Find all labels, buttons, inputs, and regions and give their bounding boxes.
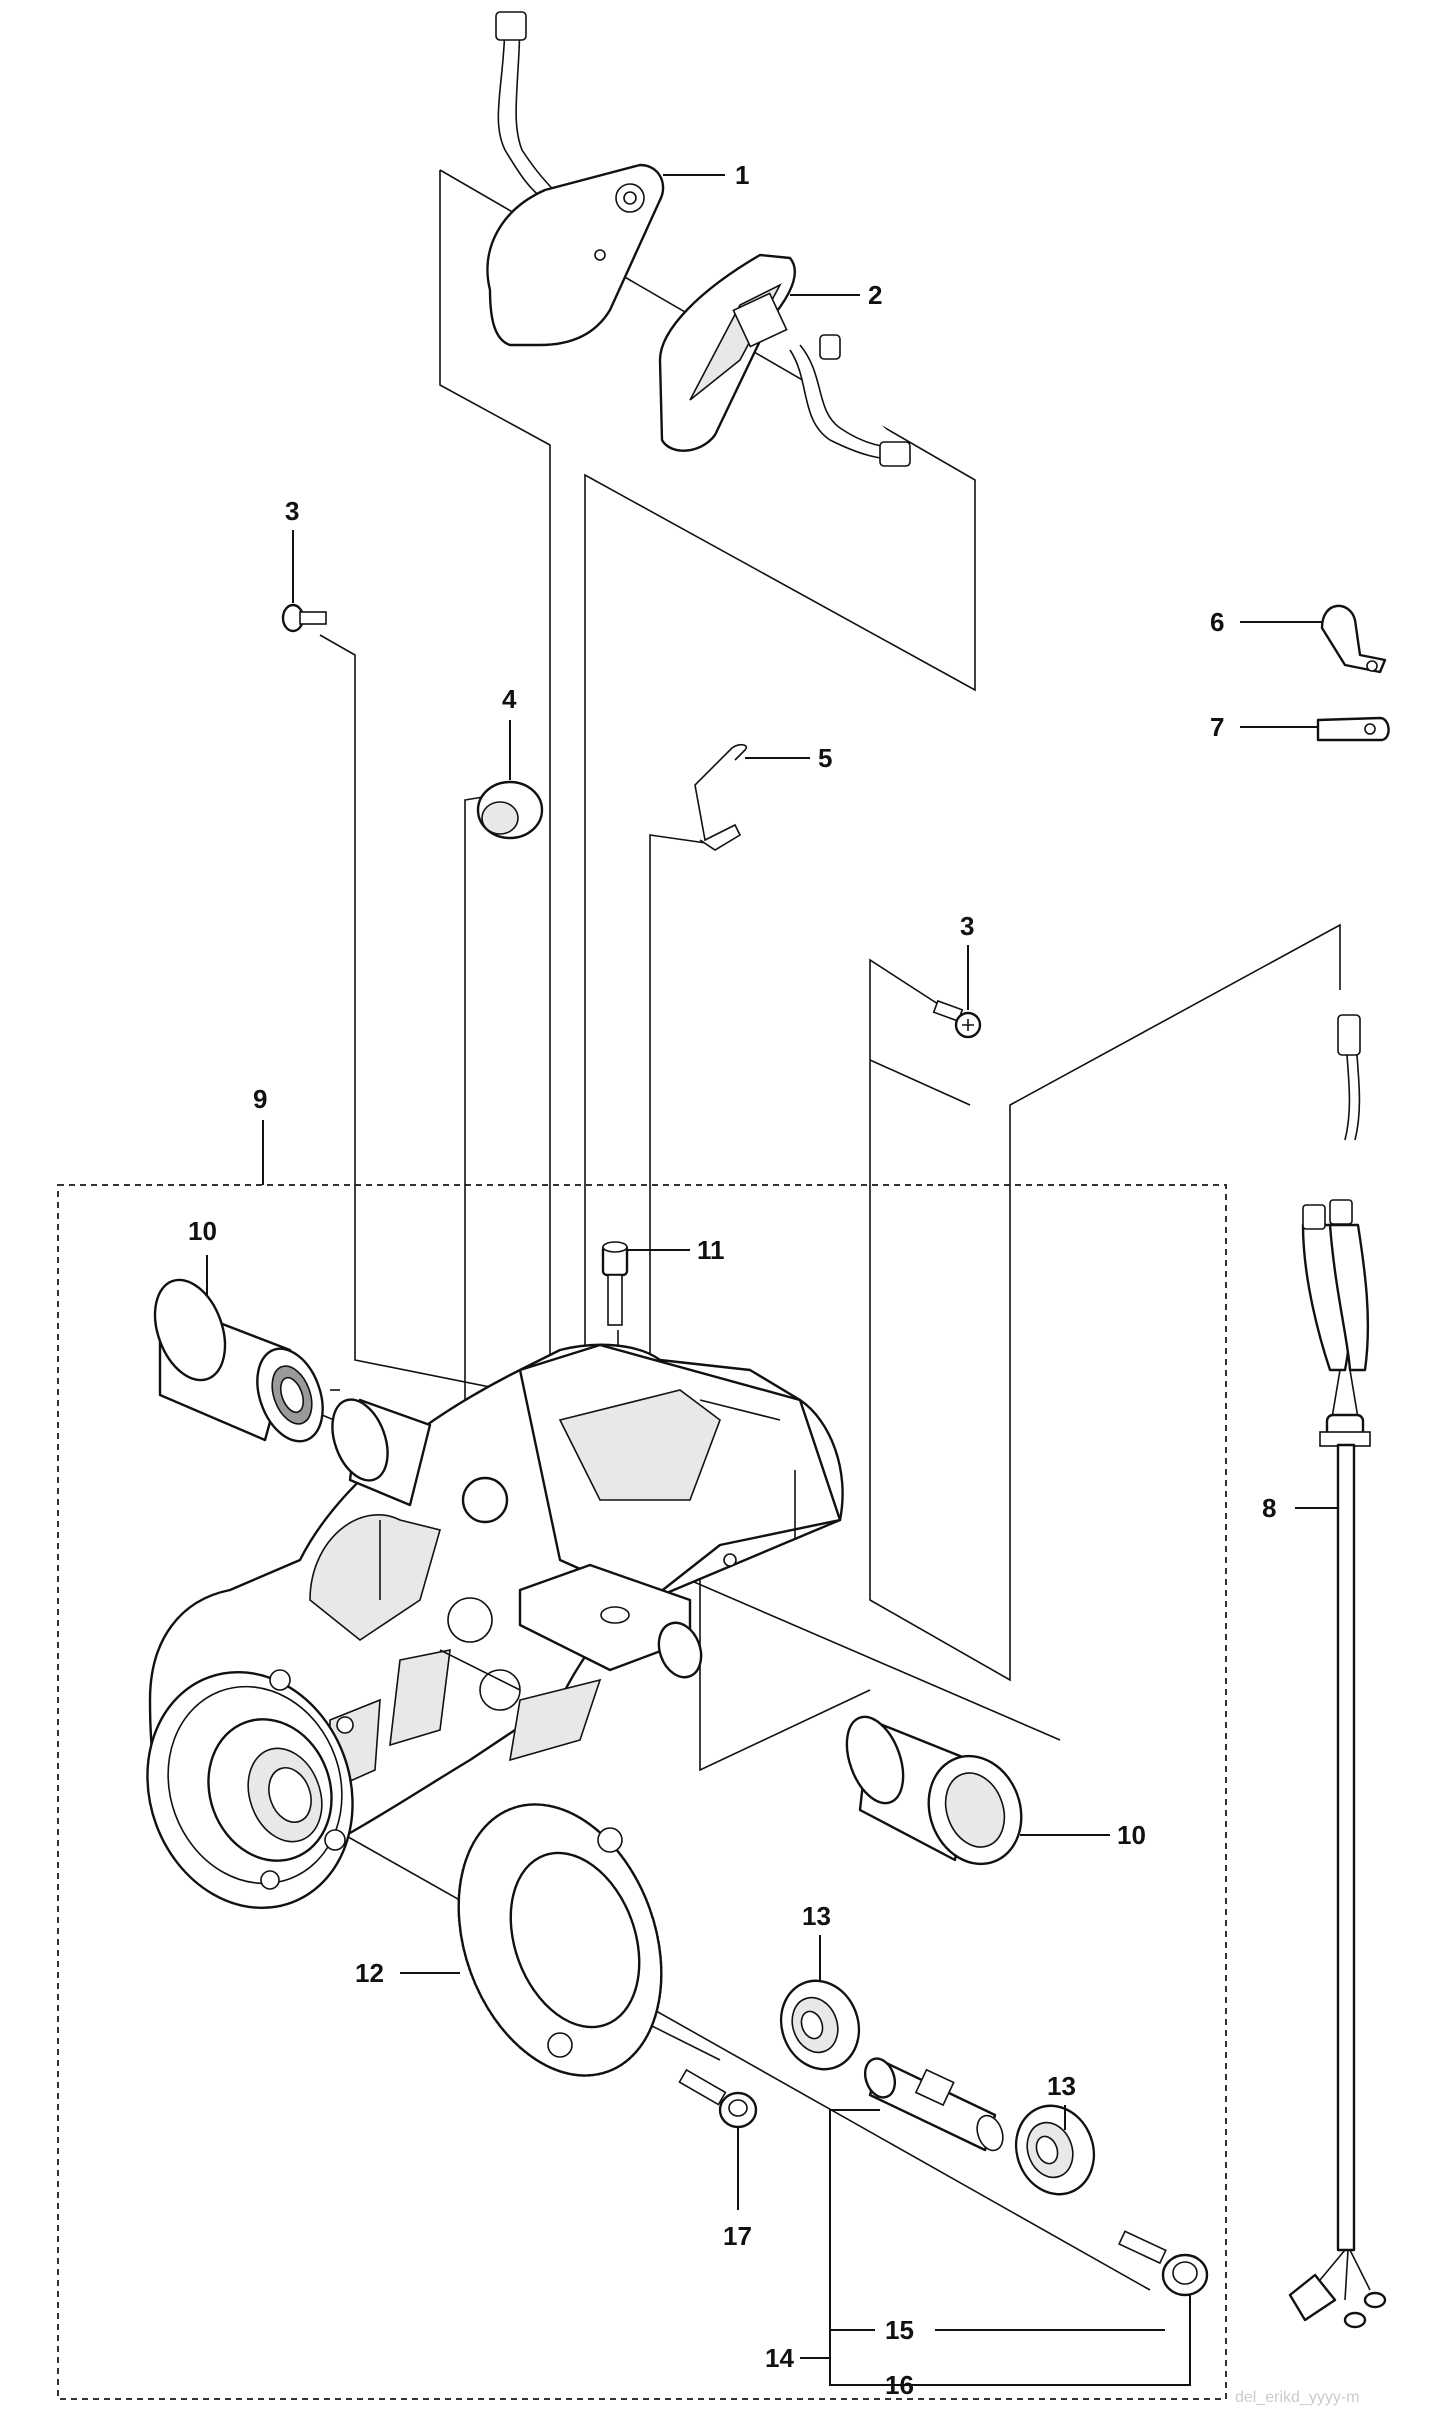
bracket-housing <box>146 1343 844 1910</box>
callout-10-left: 10 <box>188 1216 217 1246</box>
part-11-socket-screw <box>601 1241 629 1326</box>
callout-12: 12 <box>355 1958 384 1988</box>
callout-13-lower: 13 <box>1047 2071 1076 2101</box>
part-8-wire-harness <box>1288 1014 1387 2329</box>
callout-2: 2 <box>868 280 882 310</box>
callout-5: 5 <box>818 743 832 773</box>
callout-14: 14 <box>765 2343 794 2373</box>
part-10-sleeve-left <box>153 1278 324 1443</box>
callout-9: 9 <box>253 1084 267 1114</box>
callout-labels: 1 2 3 4 5 6 7 3 9 10 11 8 10 12 13 13 17… <box>188 160 1276 2400</box>
callout-1: 1 <box>735 160 749 190</box>
part-6-cable-clamp <box>1320 604 1387 674</box>
part-7-terminal <box>1316 716 1390 742</box>
callout-4: 4 <box>502 684 517 714</box>
part-1-switch-cover <box>486 11 665 347</box>
callout-13-upper: 13 <box>802 1901 831 1931</box>
callout-11: 11 <box>697 1235 725 1265</box>
callout-16: 16 <box>885 2370 914 2400</box>
callout-8: 8 <box>1262 1493 1276 1523</box>
part-12-toothed-ring <box>457 1803 663 2077</box>
callout-10-right: 10 <box>1117 1820 1146 1850</box>
leader-lines <box>206 174 1338 2386</box>
kit-9-dashed-boundary <box>57 1184 1227 2400</box>
part-2-switch <box>658 253 911 467</box>
part-13-bearing-upper <box>779 1979 861 2071</box>
part-5-spring-clip <box>694 743 748 851</box>
part-10-sleeve-right <box>845 1715 1023 1866</box>
callout-17: 17 <box>723 2221 752 2251</box>
callout-6: 6 <box>1210 607 1224 637</box>
part-17-flange-screw <box>678 2068 758 2129</box>
callout-3-left: 3 <box>285 496 299 526</box>
part-3-screw-left <box>281 603 327 633</box>
part-16-flange-bolt <box>1118 2230 1209 2297</box>
part-15-shaft <box>863 2057 1004 2152</box>
part-3-screw-right <box>932 999 982 1039</box>
callout-7: 7 <box>1210 712 1224 742</box>
part-13-bearing-lower <box>1014 2104 1096 2196</box>
callout-15: 15 <box>885 2315 914 2345</box>
watermark: del_erikd_yyyy-m <box>1235 2389 1359 2406</box>
callout-3-right: 3 <box>960 911 974 941</box>
part-4-grommet <box>476 780 544 840</box>
